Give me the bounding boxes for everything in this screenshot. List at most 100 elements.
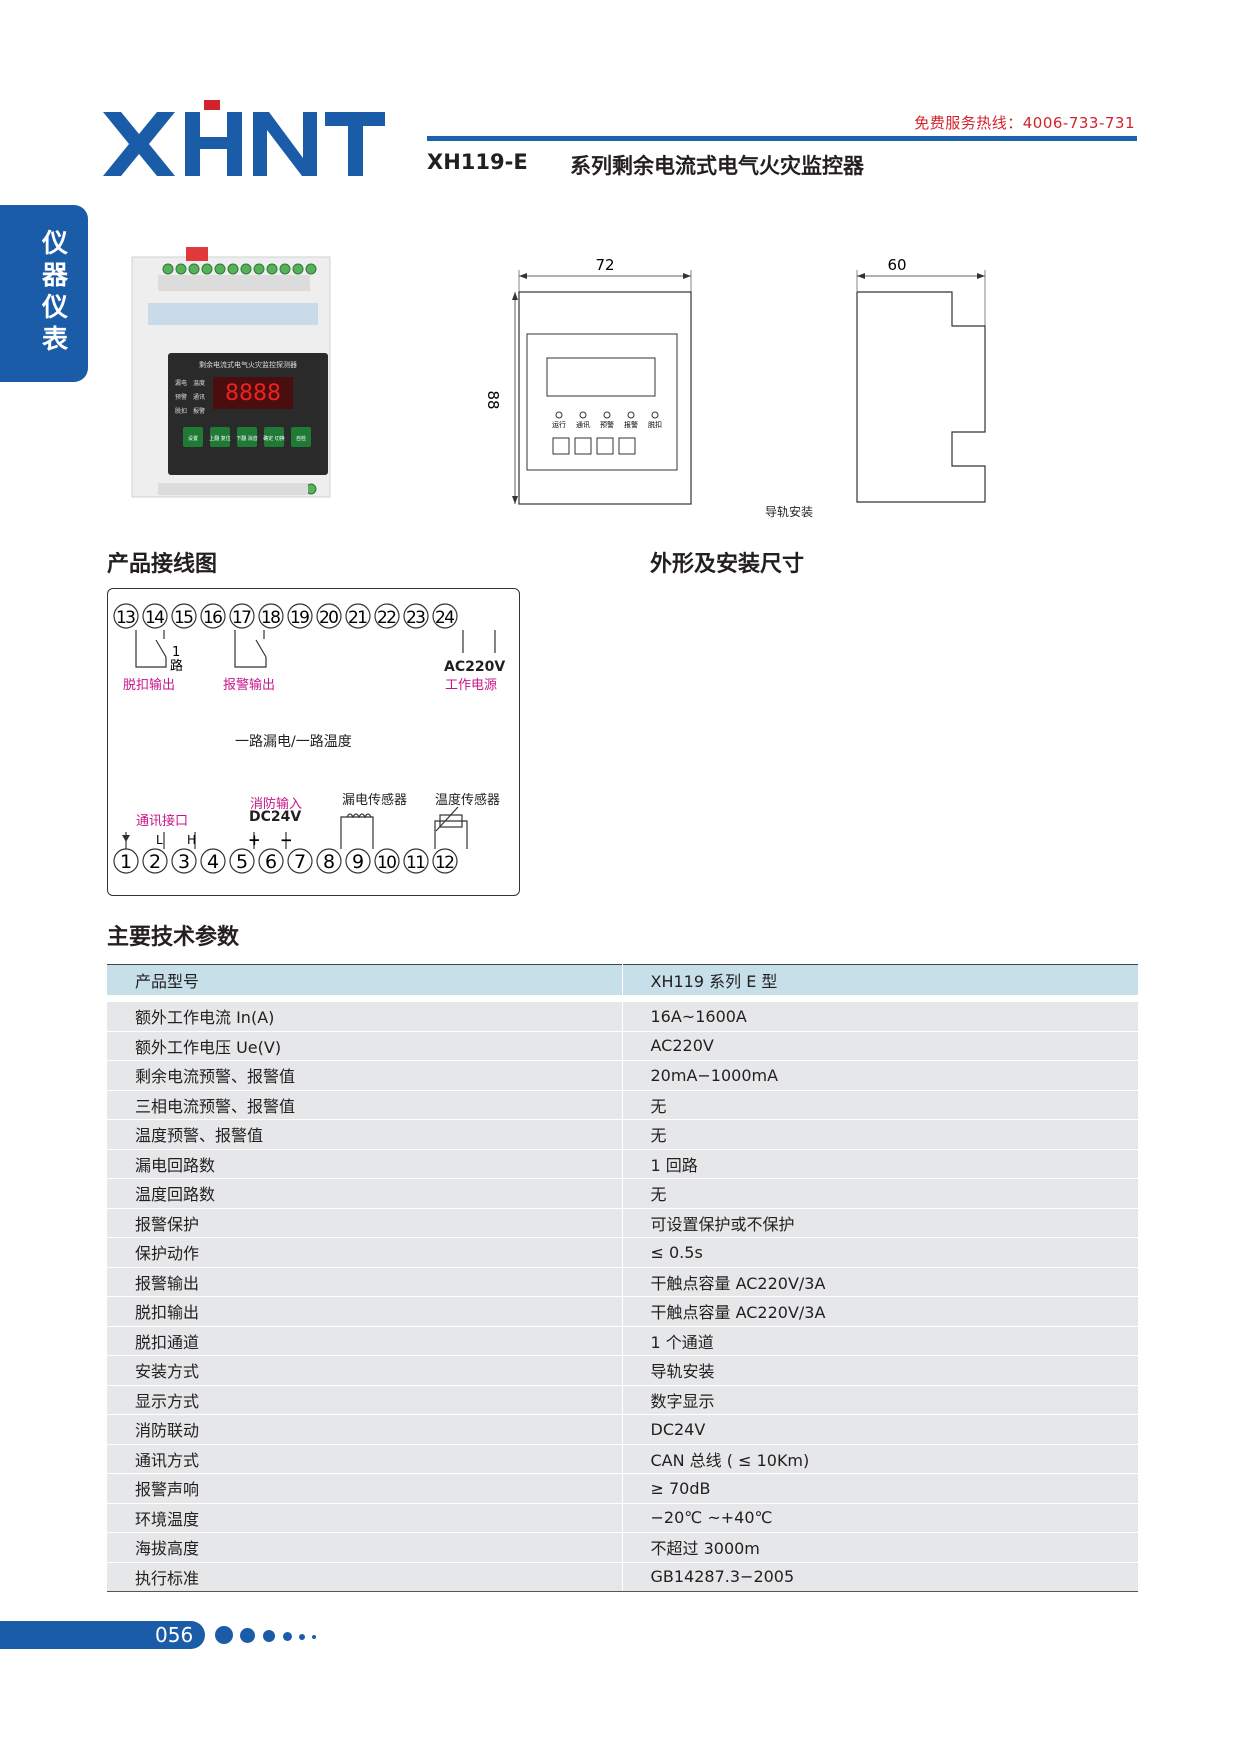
terminal-circle bbox=[229, 848, 255, 874]
param-name-cell: 保护动作 bbox=[107, 1237, 623, 1267]
photo-indicator-label: 报警 bbox=[193, 407, 205, 415]
table-header-row: 产品型号 XH119 系列 E 型 bbox=[107, 964, 1138, 995]
svg-text:H: H bbox=[187, 833, 196, 847]
terminal-number: 9 bbox=[352, 851, 364, 873]
param-name-cell: 温度预警、报警值 bbox=[107, 1119, 623, 1149]
terminal-circle bbox=[229, 603, 255, 629]
indicator-led bbox=[555, 411, 563, 419]
terminal-number: 10 bbox=[377, 853, 397, 873]
terminal-circle bbox=[142, 603, 168, 629]
table-row: 报警保护可设置保护或不保护 bbox=[107, 1207, 1138, 1238]
xhnt-logo bbox=[103, 100, 385, 176]
table-row: 报警输出干触点容量 AC220V/3A bbox=[107, 1266, 1138, 1297]
photo-indicator-label: 漏电 bbox=[175, 379, 187, 387]
photo-button-label: 设置 bbox=[188, 435, 198, 442]
terminal-screw bbox=[188, 263, 200, 275]
indicator-label: 运行 bbox=[552, 420, 566, 429]
terminal-circle bbox=[200, 848, 226, 874]
param-name-cell: 通讯方式 bbox=[107, 1443, 623, 1474]
decor-dot bbox=[299, 1634, 305, 1640]
param-value-cell: 可设置保护或不保护 bbox=[622, 1207, 1138, 1238]
svg-text:88: 88 bbox=[484, 390, 502, 409]
svg-text:L: L bbox=[156, 833, 163, 847]
param-value-cell: 数字显示 bbox=[622, 1384, 1138, 1415]
terminal-number: 19 bbox=[290, 608, 310, 628]
param-name-cell: 环境温度 bbox=[107, 1502, 623, 1533]
category-tab bbox=[0, 205, 88, 382]
param-value-cell: 干触点容量 AC220V/3A bbox=[622, 1266, 1138, 1297]
terminal-number: 3 bbox=[178, 851, 190, 873]
table-row: 额外工作电压 Ue(V)AC220V bbox=[107, 1030, 1138, 1061]
table-spacer bbox=[107, 995, 1138, 1002]
terminal-screw bbox=[253, 263, 265, 275]
photo-button bbox=[291, 427, 311, 447]
side-view-drawing: 60 bbox=[856, 256, 986, 503]
table-header-cell: 产品型号 bbox=[107, 964, 623, 995]
terminal-circle bbox=[374, 848, 400, 874]
photo-indicator-label: 预警 bbox=[175, 393, 187, 401]
terminal-screw bbox=[201, 263, 213, 275]
terminal-number: 20 bbox=[319, 608, 339, 628]
terminal-number: 2 bbox=[149, 851, 161, 873]
comm-port-label: 通讯接口 bbox=[136, 814, 189, 829]
param-value-cell: GB14287.3−2005 bbox=[622, 1561, 1138, 1592]
terminal-screw bbox=[162, 263, 174, 275]
indicator-label: 报警 bbox=[624, 420, 638, 429]
device-photo: 剩余电流式电气火灾监控探测器 8888 漏电温度预警通讯脱扣报警 设置上翻 复位… bbox=[131, 247, 331, 498]
param-value-cell: 无 bbox=[622, 1119, 1138, 1149]
param-name-cell: 脱扣通道 bbox=[107, 1325, 623, 1356]
terminal-number: 16 bbox=[203, 608, 223, 628]
power-voltage-label: AC220V bbox=[444, 659, 506, 675]
param-name-cell: 海拔高度 bbox=[107, 1532, 623, 1562]
terminal-circle bbox=[403, 603, 429, 629]
table-row: 海拔高度不超过 3000m bbox=[107, 1532, 1138, 1562]
alarm-output-label: 报警输出 bbox=[223, 678, 276, 693]
decor-dot bbox=[215, 1626, 233, 1644]
channel-label: 一路漏电/一路温度 bbox=[235, 734, 352, 750]
terminal-number: 4 bbox=[207, 851, 219, 873]
param-value-cell: 16A~1600A bbox=[622, 1001, 1138, 1031]
terminal-number: 8 bbox=[323, 851, 335, 873]
terminal-circle bbox=[142, 848, 168, 874]
decor-dot bbox=[263, 1630, 275, 1642]
terminal-circle bbox=[171, 848, 197, 874]
wiring-heading: 产品接线图 bbox=[107, 552, 218, 577]
temp-sensor-label: 温度传感器 bbox=[435, 793, 501, 808]
terminal-number: 12 bbox=[435, 853, 455, 873]
svg-text:60: 60 bbox=[887, 256, 906, 274]
terminal-number: 6 bbox=[265, 851, 277, 873]
param-name-cell: 额外工作电压 Ue(V) bbox=[107, 1030, 623, 1061]
terminal-number: 22 bbox=[377, 608, 397, 628]
param-value-cell: DC24V bbox=[622, 1414, 1138, 1444]
table-row: 安装方式导轨安装 bbox=[107, 1355, 1138, 1385]
decor-dot bbox=[240, 1628, 255, 1643]
svg-text:路: 路 bbox=[170, 658, 183, 674]
indicator-label: 脱扣 bbox=[648, 420, 662, 429]
indicator-label: 预警 bbox=[600, 420, 614, 429]
photo-indicator-label: 通讯 bbox=[193, 393, 205, 401]
terminal-number: 14 bbox=[145, 608, 165, 628]
table-row: 脱扣输出干触点容量 AC220V/3A bbox=[107, 1296, 1138, 1326]
terminal-screw bbox=[214, 263, 226, 275]
param-name-cell: 报警保护 bbox=[107, 1207, 623, 1238]
terminal-number: 5 bbox=[236, 851, 248, 873]
rail-mount-label: 导轨安装 bbox=[765, 505, 814, 519]
terminal-circle bbox=[258, 848, 284, 874]
terminal-circle bbox=[287, 848, 313, 874]
table-row: 额外工作电流 In(A)16A~1600A bbox=[107, 1001, 1138, 1031]
svg-text:+: + bbox=[248, 831, 261, 849]
param-name-cell: 报警声响 bbox=[107, 1473, 623, 1503]
terminal-number: 23 bbox=[406, 608, 426, 628]
param-value-cell: 1 回路 bbox=[622, 1148, 1138, 1179]
param-value-cell: 导轨安装 bbox=[622, 1355, 1138, 1385]
table-header-cell: XH119 系列 E 型 bbox=[622, 964, 1138, 995]
param-name-cell: 执行标准 bbox=[107, 1561, 623, 1592]
leak-sensor-label: 漏电传感器 bbox=[342, 793, 408, 808]
param-value-cell: 干触点容量 AC220V/3A bbox=[622, 1296, 1138, 1326]
dimensions-heading: 外形及安装尺寸 bbox=[650, 552, 805, 577]
photo-button-label: 自检 bbox=[296, 435, 306, 442]
terminal-screw bbox=[240, 263, 252, 275]
photo-button-label: 确定 切换 bbox=[263, 435, 285, 442]
